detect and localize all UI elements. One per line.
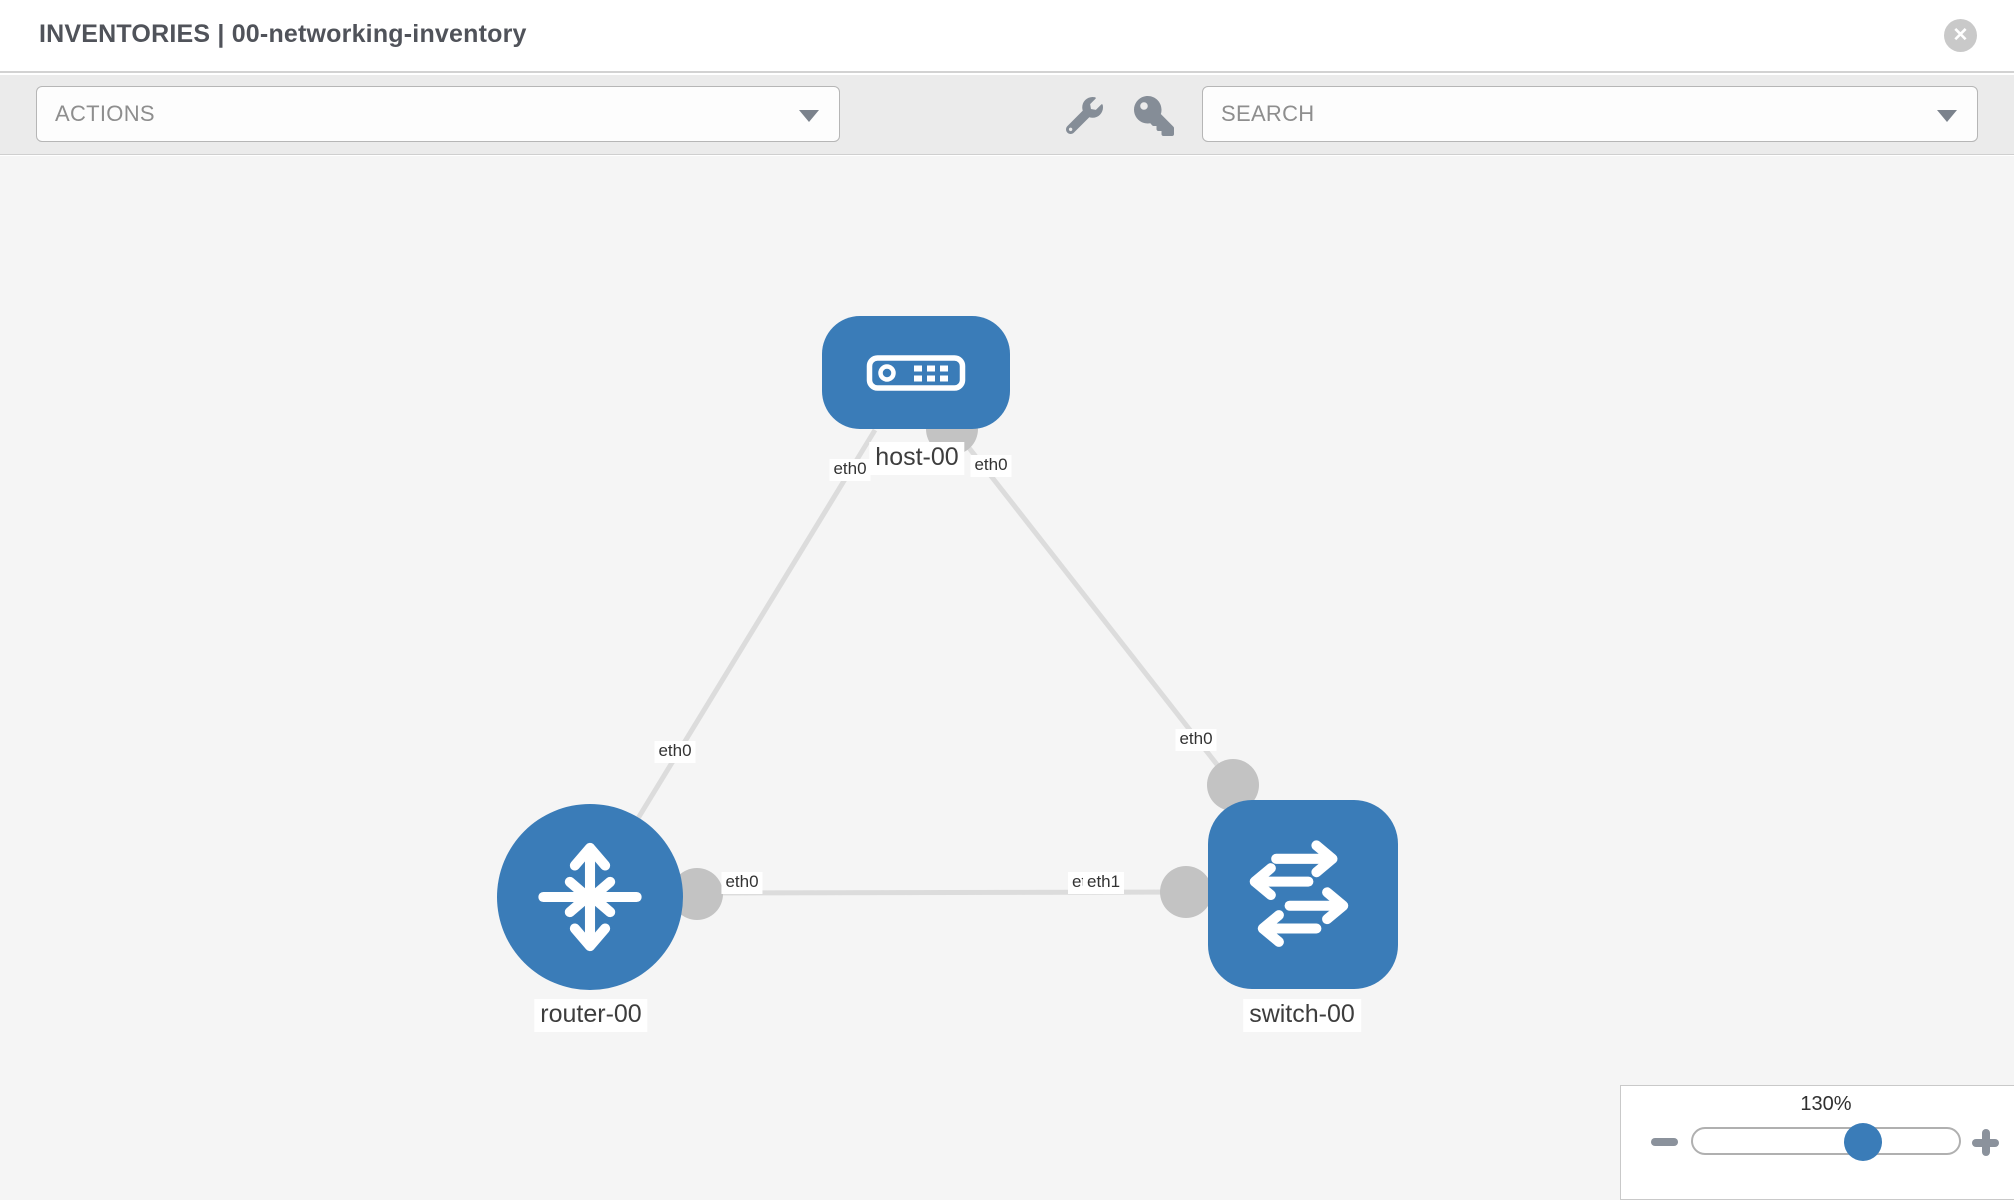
node-router-00[interactable]	[497, 804, 683, 990]
interface-dot-switch-top	[1207, 759, 1259, 811]
wrench-icon	[1066, 97, 1103, 134]
topology-canvas[interactable]: host-00 router-00 switch-00 eth0 eth0 et…	[0, 156, 2014, 1200]
key-icon	[1134, 96, 1174, 136]
search-dropdown-label: SEARCH	[1221, 101, 1315, 126]
interface-dot-router	[671, 868, 723, 920]
zoom-control-panel: 130%	[1620, 1085, 2014, 1200]
credentials-button[interactable]	[1134, 96, 1174, 136]
iface-label-host-eth0-left: eth0	[829, 459, 871, 481]
zoom-level-label: 130%	[1800, 1093, 1852, 1115]
node-label-host: host-00	[869, 442, 965, 475]
actions-dropdown-label: ACTIONS	[55, 101, 155, 126]
switch-icon	[1249, 839, 1349, 947]
host-icon	[866, 354, 966, 391]
node-host-00[interactable]	[822, 316, 1010, 429]
actions-dropdown[interactable]: ACTIONS	[36, 86, 840, 142]
iface-label-router-link-eth0: eth0	[654, 741, 696, 763]
zoom-slider-knob[interactable]	[1844, 1123, 1882, 1161]
tools-button[interactable]	[1066, 97, 1103, 134]
topology-links-layer	[587, 403, 1259, 920]
search-dropdown[interactable]: SEARCH	[1202, 86, 1978, 142]
chevron-down-icon	[1937, 110, 1957, 122]
router-icon	[538, 842, 642, 952]
iface-label-switch-eth1: eth1	[1083, 872, 1125, 894]
chevron-down-icon	[799, 110, 819, 122]
zoom-slider-track[interactable]	[1691, 1127, 1961, 1155]
page-title: INVENTORIES | 00-networking-inventory	[39, 20, 527, 48]
iface-label-host-eth0-right: eth0	[970, 455, 1012, 477]
interface-dot-switch-left	[1160, 866, 1212, 918]
close-icon: ✕	[1952, 25, 1969, 46]
toolbar: ACTIONS SEARCH	[0, 75, 2014, 155]
switch-icon-node[interactable]	[1208, 800, 1398, 989]
node-label-switch: switch-00	[1243, 999, 1361, 1032]
header: INVENTORIES | 00-networking-inventory ✕	[0, 0, 2014, 73]
link-host-switch[interactable]	[953, 428, 1235, 787]
close-button[interactable]: ✕	[1944, 19, 1977, 52]
iface-label-switch-link-eth0: eth0	[1175, 729, 1217, 751]
zoom-in-button[interactable]	[1972, 1129, 1999, 1156]
node-label-router: router-00	[534, 999, 648, 1032]
iface-label-router-eth0: eth0	[721, 872, 763, 894]
zoom-out-button[interactable]	[1651, 1138, 1678, 1146]
